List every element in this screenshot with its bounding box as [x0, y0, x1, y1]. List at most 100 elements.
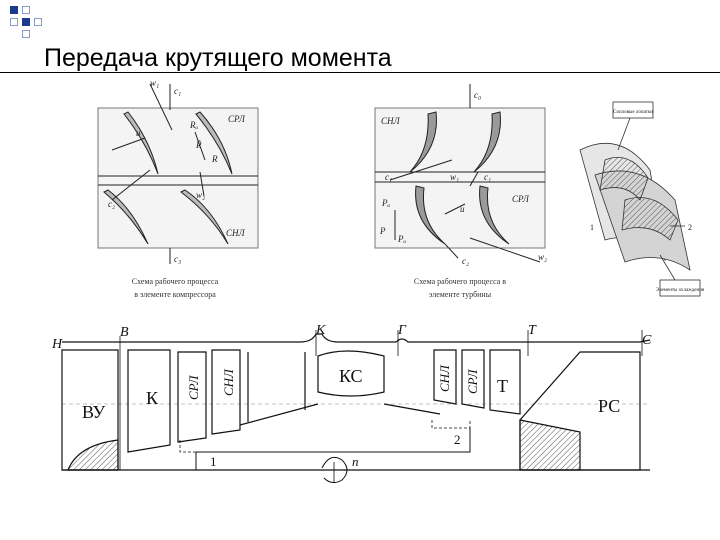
turbine-label-c0: c₀ — [474, 90, 481, 100]
compressor-w2-arrow — [199, 171, 205, 197]
blade-sketch — [579, 101, 701, 297]
turbine-c1-arrow — [389, 159, 453, 181]
turbine-caption-line2: элементе турбины — [429, 290, 492, 299]
blade-sketch-label-bottom: Элементы охлаждения — [656, 288, 705, 293]
compressor-label-u: u — [136, 128, 141, 138]
section-label-k: К — [146, 388, 159, 408]
bullet-square-5 — [34, 18, 42, 26]
compressor-caption-line1: Схема рабочего процесса — [132, 277, 219, 286]
callout-2-label: 2 — [454, 432, 461, 447]
engine-station-label-k: К — [315, 323, 326, 338]
turbine-stator-blade-1 — [409, 111, 437, 173]
rotation-arrow — [321, 456, 348, 484]
turbine-label-p: P — [379, 226, 386, 236]
rotation-label-n: n — [352, 454, 359, 469]
bullet-square-4 — [22, 18, 30, 26]
bullet-square-3 — [10, 18, 18, 26]
turbine-label-w2: w₂ — [538, 252, 547, 262]
compressor-snl — [211, 349, 241, 435]
callout-1-bracket — [179, 440, 232, 453]
combustion-chamber-ks — [317, 350, 385, 397]
compressor-label-srl: СРЛ — [228, 114, 246, 124]
compressor-label-c3: c₃ — [174, 254, 181, 264]
engine-casing-top — [62, 333, 651, 343]
blade-sketch-label-box-top — [612, 101, 654, 119]
compressor-c2-arrow — [111, 169, 151, 201]
section-label-srl-turbine: СРЛ — [465, 368, 480, 394]
turbine-label-snl: СНЛ — [381, 116, 401, 126]
turbine-label-srl: СРЛ — [512, 194, 530, 204]
section-label-t: Т — [497, 376, 508, 396]
inlet-vu-spinner — [67, 439, 119, 471]
compressor-rotor-blade-2 — [195, 111, 233, 175]
engine-station-label-h: Н — [51, 337, 63, 352]
compressor-label-w1: w₁ — [150, 78, 159, 88]
compressor-stator-blade-2 — [180, 189, 229, 245]
bullet-square-1 — [10, 6, 18, 14]
blade-sketch-label-box-bottom — [659, 279, 701, 297]
turbine-snl — [433, 349, 457, 405]
turbine-w2-arrow — [469, 237, 541, 263]
compressor-figure — [97, 83, 259, 264]
section-label-snl-turbine: СНЛ — [437, 364, 452, 392]
blade-sketch-hatch-2 — [621, 197, 679, 241]
blade-sketch-leader-bottom — [659, 254, 676, 281]
bullet-square-6 — [22, 30, 30, 38]
engine-schematic — [61, 330, 651, 484]
engine-shaft — [195, 428, 471, 470]
blade-sketch-label-top: Сопловые лопатки — [613, 110, 653, 115]
callout-1-label: 1 — [210, 454, 217, 469]
turbine-stator-blade-2 — [473, 111, 501, 173]
turbine-srl — [461, 349, 485, 409]
turbine-rotor-blade-2 — [479, 185, 510, 245]
nozzle-hatch — [519, 419, 581, 471]
engine-station-label-v: В — [120, 325, 129, 340]
section-label-vu: ВУ — [82, 402, 106, 422]
turbine-label-pa: Pₐ — [381, 198, 390, 208]
turbine-rotor-blade-1 — [415, 185, 446, 245]
turbine-label-c1-right: c₁ — [484, 172, 491, 182]
slide-title: Передача крутящего момента — [44, 44, 392, 72]
title-underline — [0, 72, 720, 73]
blade-sketch-leader-top — [617, 117, 631, 151]
blade-sketch-num-2: 2 — [688, 223, 692, 232]
compressor-label-c1: c₁ — [174, 86, 181, 96]
section-label-rs: РС — [598, 396, 620, 416]
engine-station-label-t: Т — [528, 323, 537, 338]
turbine-c2-arrow — [444, 243, 459, 259]
compressor-caption-line2: в элементе компрессора — [134, 290, 216, 299]
turbine-frame — [374, 107, 546, 249]
compressor-k — [127, 349, 171, 453]
turbine-t — [489, 349, 521, 415]
turbine-label-c2: c₂ — [462, 256, 469, 266]
bullet-square-2 — [22, 6, 30, 14]
compressor-label-r: R — [211, 154, 218, 164]
engine-station-label-s: С — [642, 333, 652, 348]
turbine-label-w1: w₁ — [450, 172, 459, 182]
turbine-label-pu: Pᵤ — [397, 234, 406, 244]
compressor-label-snl: СНЛ — [226, 228, 246, 238]
section-label-ks: КС — [339, 366, 363, 386]
compressor-rotor-blade-1 — [123, 111, 159, 175]
compressor-u-arrow — [111, 137, 146, 151]
blade-sketch-num-1: 1 — [590, 223, 594, 232]
turbine-caption-line1: Схема рабочего процесса в — [414, 277, 506, 286]
compressor-force-arrow — [194, 131, 206, 161]
compressor-inflow-arrow — [149, 83, 173, 131]
compressor-label-rbar: R̄ — [195, 140, 202, 150]
engine-station-label-g: Г — [397, 323, 407, 338]
compressor-stator-blade-1 — [103, 189, 149, 245]
compressor-label-ra: Rₐ — [189, 120, 198, 130]
turbine-u-arrow — [444, 203, 466, 215]
compressor-srl — [177, 351, 207, 443]
diffuser-taper — [239, 403, 319, 426]
compressor-label-w2: w₂ — [196, 190, 205, 200]
compressor-frame — [97, 107, 259, 249]
turbine-label-u: u — [460, 204, 465, 214]
section-label-snl-compressor: СНЛ — [221, 368, 236, 396]
turbine-w1-arrow — [469, 171, 479, 187]
turbine-label-c1-left: c₁ — [385, 172, 392, 182]
callout-2-bracket — [431, 420, 471, 429]
